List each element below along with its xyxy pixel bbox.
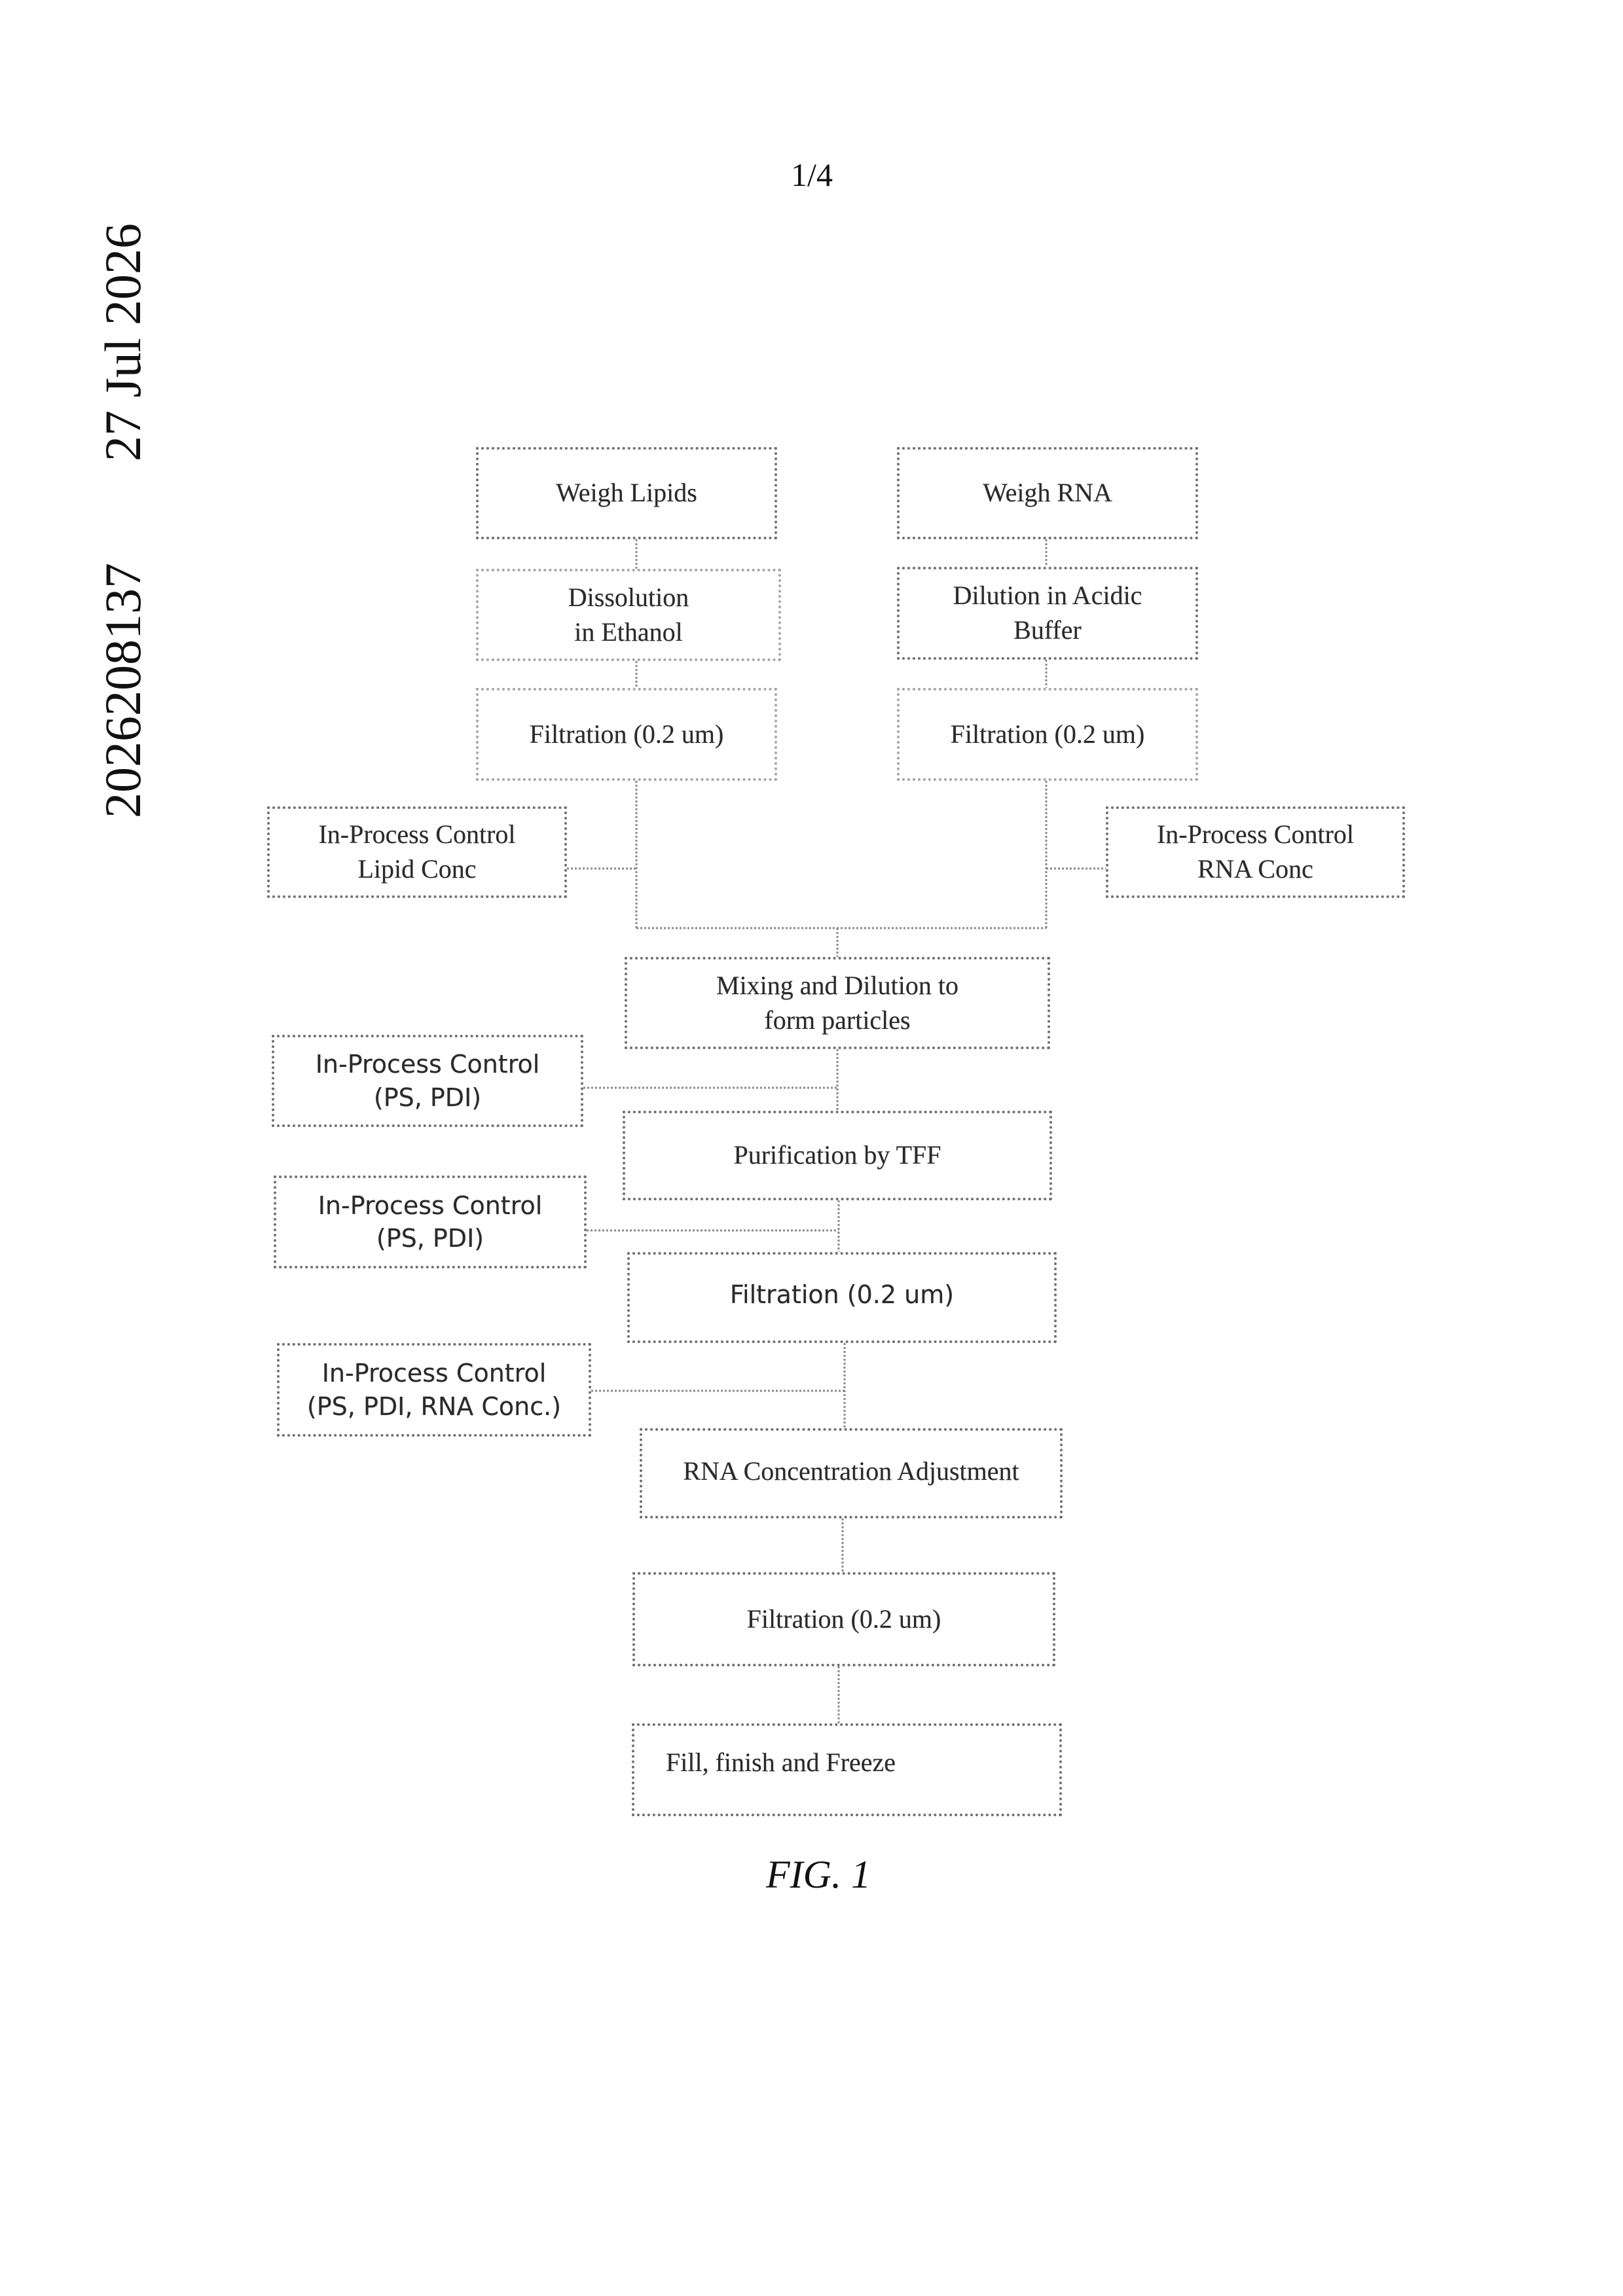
filtration-lipid-box: Filtration (0.2 um): [476, 688, 777, 781]
ipc-ps-pdi-box-1: In-Process Control (PS, PDI): [272, 1035, 583, 1127]
rna-conc-adjustment-box: RNA Concentration Adjustment: [640, 1428, 1063, 1518]
ipc-rna-conc-box: In-Process Control RNA Conc: [1106, 806, 1405, 898]
mixing-dilution-box: Mixing and Dilution to form particles: [625, 957, 1050, 1049]
ipc-ps-pdi-rna-box: In-Process Control (PS, PDI, RNA Conc.): [277, 1343, 591, 1437]
purification-tff-box: Purification by TFF: [623, 1111, 1052, 1200]
filtration-box-2: Filtration (0.2 um): [627, 1252, 1057, 1343]
filtration-rna-box: Filtration (0.2 um): [897, 688, 1198, 781]
weigh-lipids-box: Weigh Lipids: [476, 447, 777, 539]
ipc-lipid-conc-box: In-Process Control Lipid Conc: [267, 806, 567, 898]
fill-finish-freeze-box: Fill, finish and Freeze: [632, 1723, 1062, 1816]
weigh-rna-box: Weigh RNA: [897, 447, 1198, 539]
dilution-acidic-buffer-box: Dilution in Acidic Buffer: [897, 567, 1198, 660]
figure-caption: FIG. 1: [720, 1852, 917, 1897]
filtration-box-3: Filtration (0.2 um): [632, 1572, 1055, 1666]
dissolution-ethanol-box: Dissolution in Ethanol: [476, 569, 781, 661]
ipc-ps-pdi-box-2: In-Process Control (PS, PDI): [274, 1175, 587, 1268]
